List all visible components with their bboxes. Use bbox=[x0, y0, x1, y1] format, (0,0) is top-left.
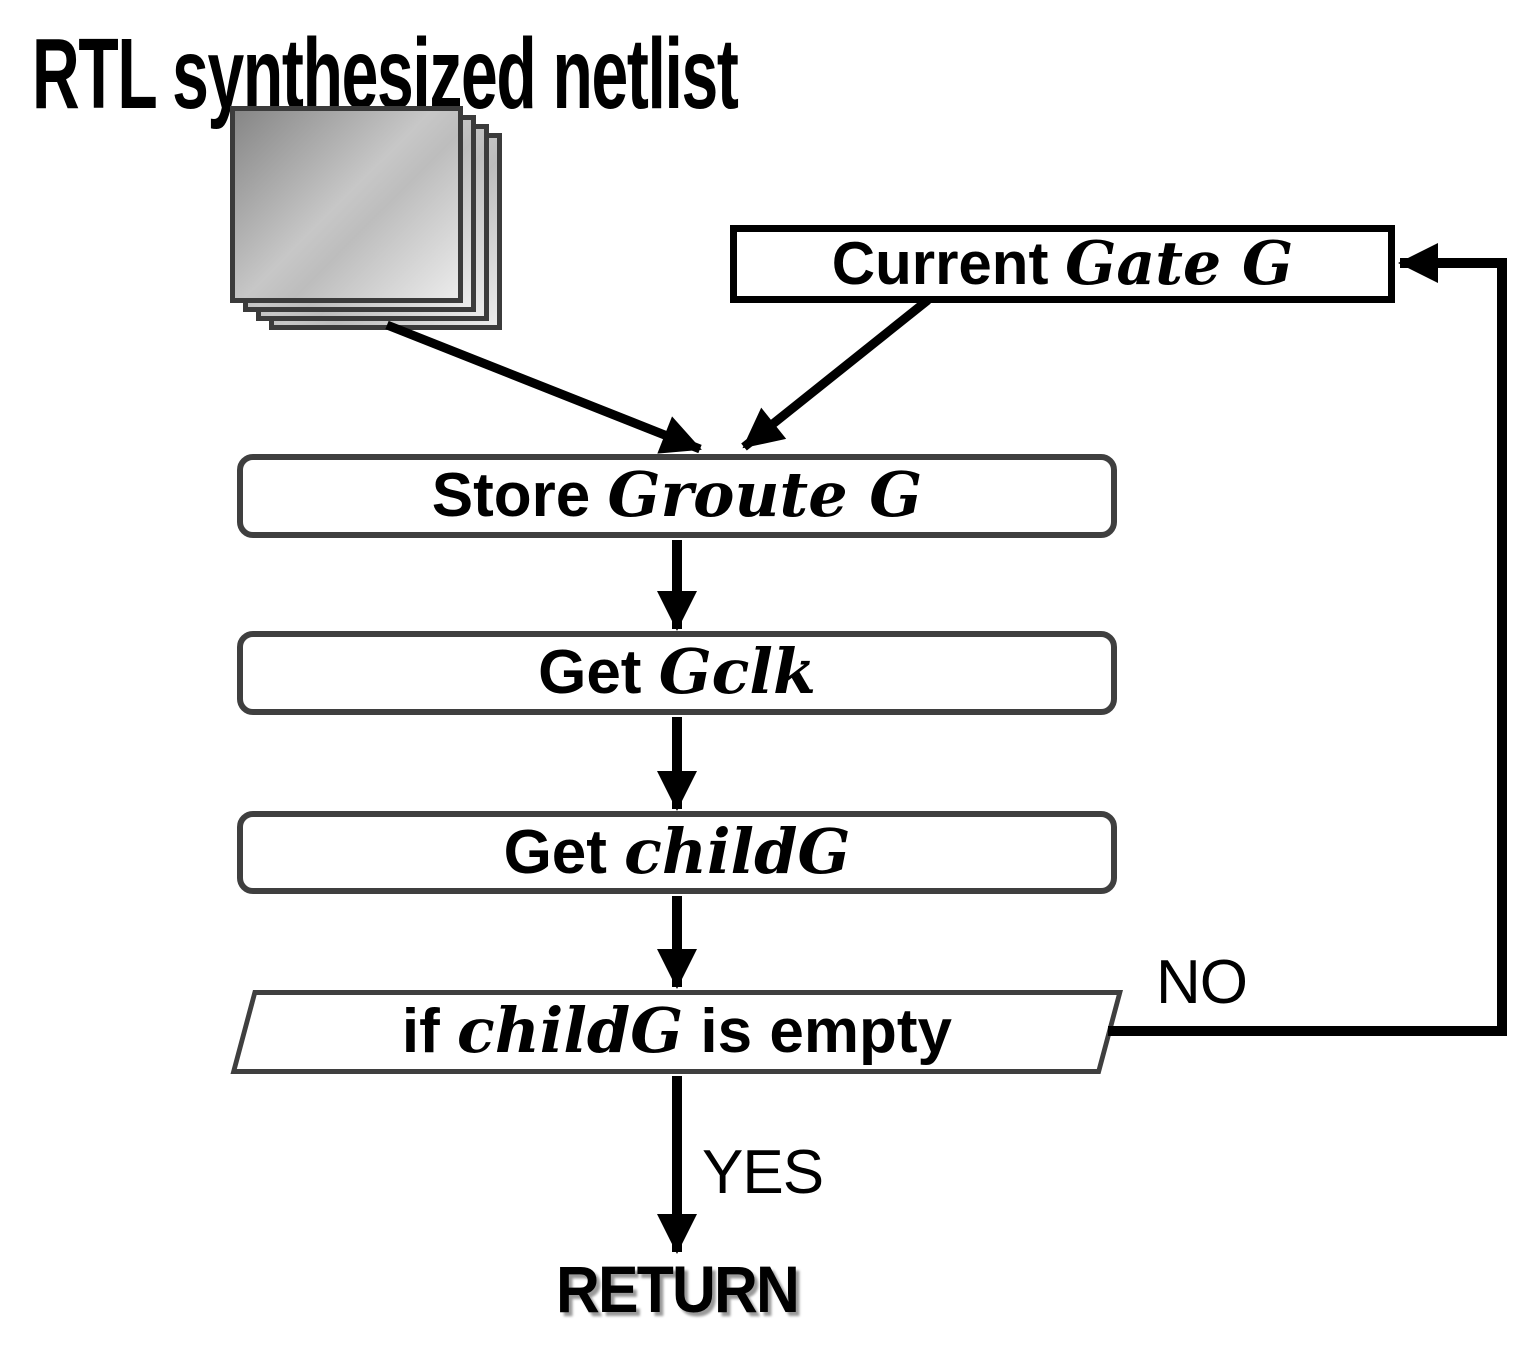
current-gate-box: Current Gate G bbox=[730, 225, 1395, 303]
decision-label: if childG is empty bbox=[401, 994, 952, 1068]
return-label: RETURN bbox=[556, 1252, 800, 1326]
get-childg-label: Get childG bbox=[503, 814, 851, 888]
get-childg-box: Get childG bbox=[237, 811, 1117, 894]
get-gclk-label: Get Gclk bbox=[538, 635, 816, 709]
current-gate-label: Current Gate G bbox=[831, 229, 1294, 299]
arrow-netlist-to-store bbox=[385, 320, 702, 454]
yes-branch-label: YES bbox=[702, 1138, 824, 1207]
arrow-no-loop-to-currentgate bbox=[1108, 243, 1507, 1036]
document-page-icon bbox=[230, 106, 463, 303]
store-groute-label: Store Groute G bbox=[431, 458, 923, 532]
decision-box: if childG is empty bbox=[230, 990, 1124, 1074]
no-branch-label: NO bbox=[1156, 948, 1248, 1017]
arrow-currentgate-to-store bbox=[741, 296, 931, 451]
store-groute-box: Store Groute G bbox=[237, 454, 1117, 538]
get-gclk-box: Get Gclk bbox=[237, 631, 1117, 715]
